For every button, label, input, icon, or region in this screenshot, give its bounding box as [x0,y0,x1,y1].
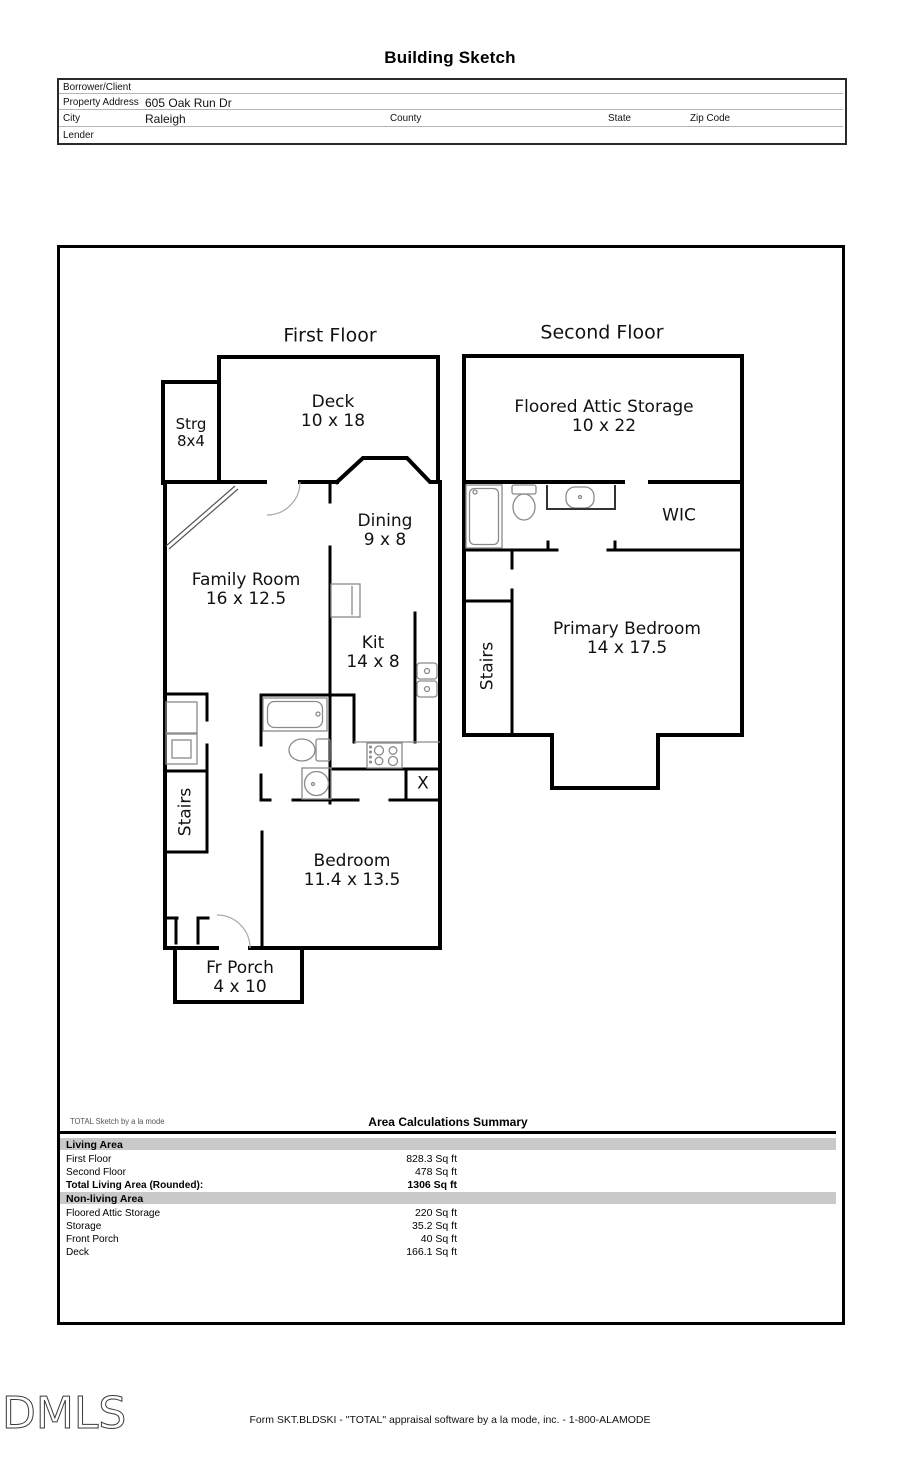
page-title: Building Sketch [384,48,516,67]
wic-label: WIC [662,505,696,526]
state-label: State [608,112,632,124]
summary-title: Area Calculations Summary [368,1115,528,1129]
summary-row: Storage 35.2 Sq ft [66,1220,457,1233]
kitchen-label: Kit 14 x 8 [346,632,400,672]
primary-bedroom-label: Primary Bedroom 14 x 17.5 [553,618,701,658]
front-porch-label: Fr Porch 4 x 10 [206,957,274,997]
lender-label: Lender [63,129,94,141]
property-address-label: Property Address [63,96,139,108]
dmls-logo: DMLS [1,1388,127,1439]
summary-row: Floored Attic Storage 220 Sq ft [66,1207,457,1220]
table-row-divider [59,93,843,94]
area-calculations-summary: TOTAL Sketch by a la mode Area Calculati… [60,1112,836,1258]
summary-header: TOTAL Sketch by a la mode Area Calculati… [60,1112,836,1134]
second-floor-title: Second Floor [540,321,664,344]
table-row-divider [59,109,843,110]
first-floor-title: First Floor [283,324,377,347]
total-living-area-row: Total Living Area (Rounded): 1306 Sq ft [66,1178,457,1191]
summary-row: Front Porch 40 Sq ft [66,1232,457,1245]
county-label: County [390,112,422,124]
zip-code-label: Zip Code [690,112,731,124]
property-info-table [57,78,847,145]
storage-label: Strg 8x4 [175,415,207,450]
family-room-label: Family Room 16 x 12.5 [191,569,301,609]
first-floor-stairs-label: Stairs [175,787,196,837]
property-address-value: 605 Oak Run Dr [145,96,232,110]
sketch-border-box [57,245,845,1325]
table-row-divider [59,126,843,127]
form-credit-line: Form SKT.BLDSKI - "TOTAL" appraisal soft… [249,1414,651,1426]
borrower-label: Borrower/Client [63,81,132,93]
living-area-header: Living Area [60,1138,836,1151]
city-label: City [63,112,81,124]
deck-label: Deck 10 x 18 [300,391,366,431]
summary-row: First Floor 828.3 Sq ft [66,1153,457,1165]
x-mark-label: X [417,773,429,794]
second-floor-stairs-label: Stairs [477,641,498,691]
sketch-credit: TOTAL Sketch by a la mode [70,1117,165,1126]
summary-row: Second Floor 478 Sq ft [66,1165,457,1178]
dining-label: Dining 9 x 8 [357,510,413,550]
nonliving-area-header: Non-living Area [60,1192,836,1205]
city-value: Raleigh [145,112,186,126]
attic-storage-label: Floored Attic Storage 10 x 22 [514,396,694,436]
summary-row: Deck 166.1 Sq ft [66,1245,457,1258]
bedroom-label: Bedroom 11.4 x 13.5 [303,850,401,890]
